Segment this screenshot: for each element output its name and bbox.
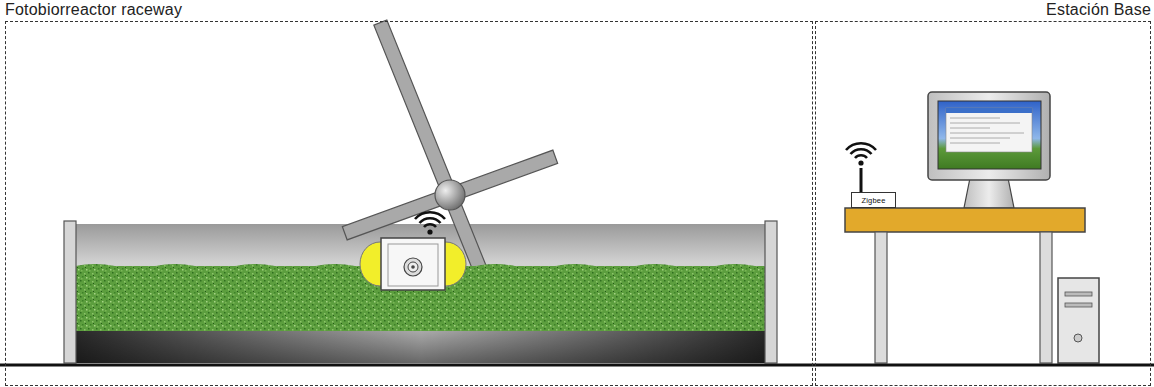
region-heading: Fotobiorreactor raceway	[5, 1, 182, 19]
region-frame: Fotobiorreactor raceway	[5, 0, 813, 386]
sensor-float	[360, 238, 466, 290]
ground-line	[0, 364, 1154, 367]
computer-tower	[1058, 278, 1099, 363]
wireless-icon	[846, 143, 876, 165]
desk-leg	[1040, 232, 1052, 363]
tank-bottom	[68, 331, 775, 363]
region-frame: Estación BaseZigbee	[815, 0, 1151, 386]
desk-top	[845, 208, 1085, 232]
dashed-border	[5, 21, 813, 386]
monitor	[928, 92, 1050, 208]
paddle-hub	[435, 180, 465, 210]
tank-bottom-shade	[68, 331, 775, 363]
desk-leg	[875, 232, 887, 363]
wireless-icon	[415, 212, 445, 234]
tank-water	[75, 224, 767, 332]
zigbee-module: Zigbee	[851, 192, 896, 208]
tank-wall	[64, 221, 76, 363]
module-label: Zigbee	[861, 197, 885, 205]
tank-wall	[765, 221, 777, 363]
region-heading: Estación Base	[1046, 1, 1151, 19]
antenna	[860, 168, 863, 193]
